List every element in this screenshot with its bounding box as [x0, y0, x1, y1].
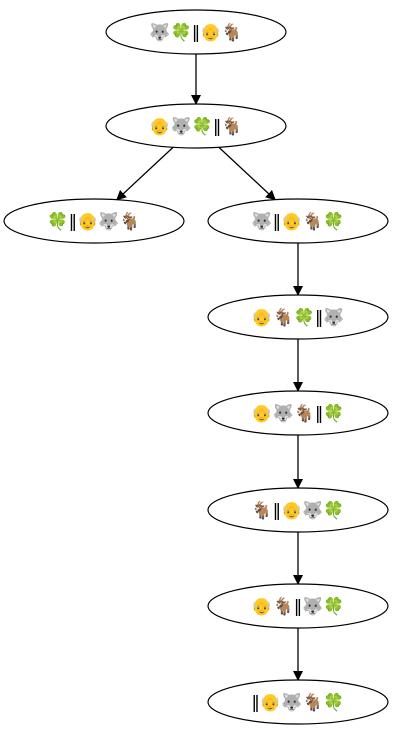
state-node-label: ‖👴🐺🐐🍀	[251, 692, 344, 713]
state-node-label: 🍀‖👴🐺🐐	[47, 211, 140, 232]
state-node-label: 🐐‖👴🐺🍀	[251, 500, 344, 521]
state-node-n1: 🐺🍀‖👴🐐	[105, 9, 287, 55]
state-node-ellipse	[207, 583, 389, 629]
state-node-n6: 👴🐺🐐‖🍀	[207, 390, 389, 436]
state-node-n3: 🍀‖👴🐺🐐	[3, 198, 185, 244]
state-node-label: 🐺‖👴🐐🍀	[251, 211, 344, 232]
state-node-ellipse	[207, 487, 389, 533]
state-node-n2: 👴🐺🍀‖🐐	[105, 103, 287, 149]
state-node-n4: 🐺‖👴🐐🍀	[207, 198, 389, 244]
state-node-ellipse	[207, 390, 389, 436]
edges-layer	[116, 54, 303, 681]
state-node-label: 🐺🍀‖👴🐐	[149, 22, 242, 43]
state-node-ellipse	[207, 198, 389, 244]
state-node-n7: 🐐‖👴🐺🍀	[207, 487, 389, 533]
state-node-ellipse	[207, 679, 389, 725]
state-node-label: 👴🐺🐐‖🍀	[251, 403, 344, 424]
state-node-n9: ‖👴🐺🐐🍀	[207, 679, 389, 725]
state-node-ellipse	[3, 198, 185, 244]
edge-n2-n3	[116, 146, 174, 201]
state-node-ellipse	[105, 103, 287, 149]
state-node-label: 👴🐐‖🐺🍀	[251, 596, 344, 617]
state-node-ellipse	[207, 294, 389, 340]
state-node-n8: 👴🐐‖🐺🍀	[207, 583, 389, 629]
edge-n2-n4	[218, 146, 276, 201]
state-node-label: 👴🐐🍀‖🐺	[251, 307, 344, 328]
state-node-ellipse	[105, 9, 287, 55]
nodes-layer: 🐺🍀‖👴🐐 👴🐺🍀‖🐐 🍀‖👴🐺🐐 🐺‖👴🐐🍀 👴🐐🍀‖🐺 👴🐺🐐‖🍀 🐐‖👴🐺🍀 👴🐐‖🐺🍀…	[3, 9, 389, 725]
state-node-label: 👴🐺🍀‖🐐	[149, 116, 242, 137]
state-node-n5: 👴🐐🍀‖🐺	[207, 294, 389, 340]
